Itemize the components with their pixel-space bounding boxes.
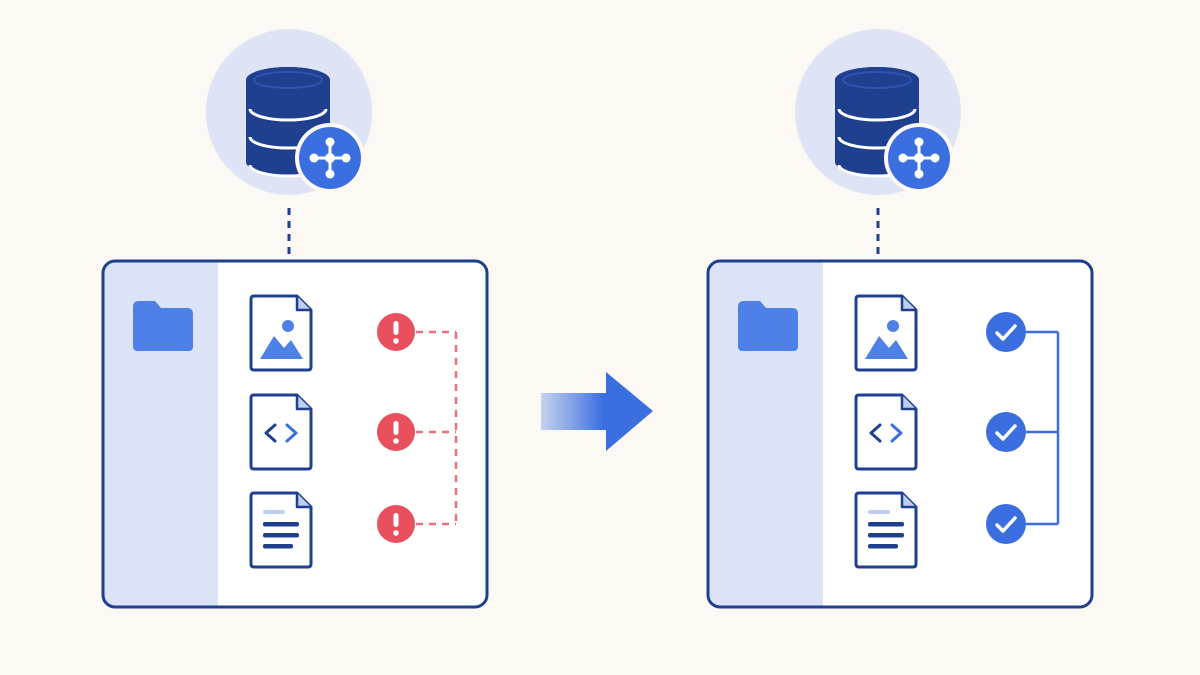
exclamation-icon — [377, 505, 415, 543]
text-file-icon — [854, 491, 918, 569]
checkmark-icon — [986, 412, 1026, 452]
checkmark-icon — [986, 504, 1026, 544]
file-panel — [706, 259, 1094, 609]
folder-icon — [133, 301, 193, 351]
file-panel — [101, 259, 489, 609]
scene-before — [101, 29, 489, 609]
image-file-icon — [854, 294, 918, 372]
status-connector — [1026, 330, 1060, 526]
network-hub-icon — [295, 123, 365, 193]
exclamation-icon — [377, 313, 415, 351]
checkmark-icon — [986, 312, 1026, 352]
code-file-icon — [249, 393, 313, 471]
network-hub-icon — [884, 123, 954, 193]
folder-icon — [738, 301, 798, 351]
image-file-icon — [249, 294, 313, 372]
panel-border — [706, 259, 1094, 609]
panel-border — [101, 259, 489, 609]
text-file-icon — [249, 491, 313, 569]
code-file-icon — [854, 393, 918, 471]
right-arrow-icon — [541, 372, 653, 451]
exclamation-icon — [377, 413, 415, 451]
scene-after — [706, 29, 1094, 609]
status-connector — [416, 330, 458, 526]
